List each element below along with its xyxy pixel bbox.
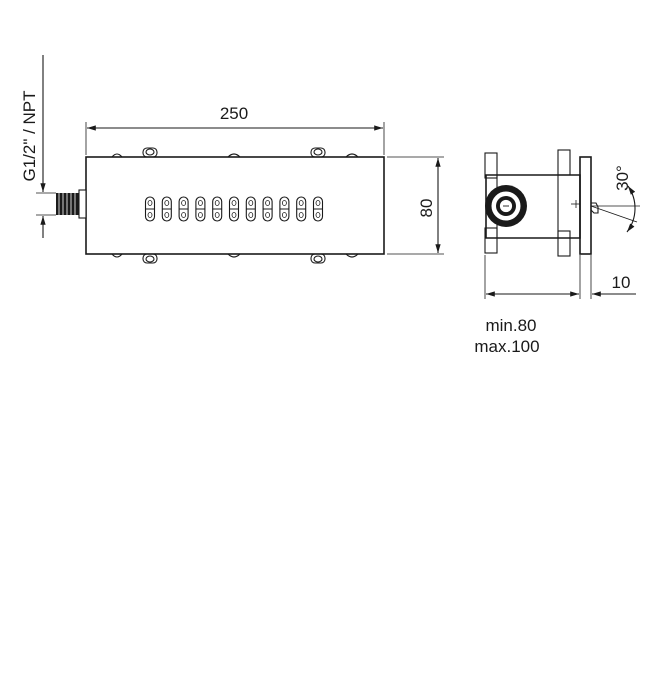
nozzle-row bbox=[144, 196, 324, 222]
nozzle bbox=[296, 196, 307, 222]
jet-nozzle bbox=[571, 200, 599, 214]
nozzle bbox=[262, 196, 273, 222]
nozzle bbox=[144, 196, 156, 222]
angle-label: 30° bbox=[613, 165, 632, 191]
bottom-mounting-tabs bbox=[111, 253, 359, 264]
nozzle bbox=[312, 196, 324, 222]
depth-max-label: max.100 bbox=[474, 337, 539, 356]
nozzle bbox=[161, 196, 172, 222]
inlet-connector bbox=[56, 189, 87, 219]
nozzle bbox=[245, 196, 256, 222]
nozzle bbox=[279, 196, 290, 222]
top-mounting-tabs bbox=[111, 147, 359, 158]
thread-label: G1/2" / NPT bbox=[20, 90, 39, 181]
side-view: 30° 10 min.80 max.100 bbox=[474, 149, 640, 356]
depth-dimension: 10 min.80 max.100 bbox=[474, 255, 636, 356]
valve-outlet bbox=[485, 185, 527, 227]
thread-dimension: G1/2" / NPT bbox=[20, 55, 56, 238]
angle-dimension: 30° bbox=[590, 165, 640, 233]
length-label: 250 bbox=[220, 104, 248, 123]
left-flange-bottom bbox=[484, 227, 498, 254]
height-label: 80 bbox=[417, 199, 436, 218]
depth-min-label: min.80 bbox=[485, 316, 536, 335]
nozzle bbox=[212, 196, 223, 222]
left-flange-top bbox=[484, 152, 498, 179]
front-view: 250 80 G1/2" / NPT bbox=[20, 55, 444, 264]
offset-label: 10 bbox=[612, 273, 631, 292]
nozzle bbox=[195, 196, 206, 222]
length-dimension: 250 bbox=[85, 104, 385, 155]
mid-flange-bottom bbox=[557, 230, 571, 257]
mid-flange-top bbox=[557, 149, 571, 176]
height-dimension: 80 bbox=[387, 156, 444, 255]
nozzle bbox=[178, 196, 189, 222]
nozzle bbox=[228, 196, 240, 222]
front-plate bbox=[579, 156, 592, 255]
